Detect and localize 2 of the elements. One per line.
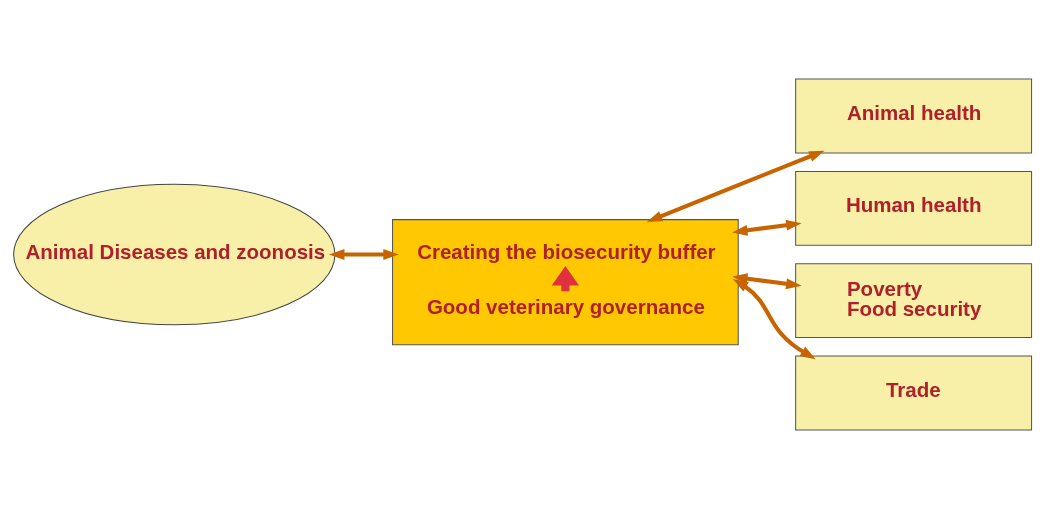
node-text: Good veterinary governance [426, 294, 705, 318]
node-text: Creating the biosecurity buffer [417, 239, 716, 263]
